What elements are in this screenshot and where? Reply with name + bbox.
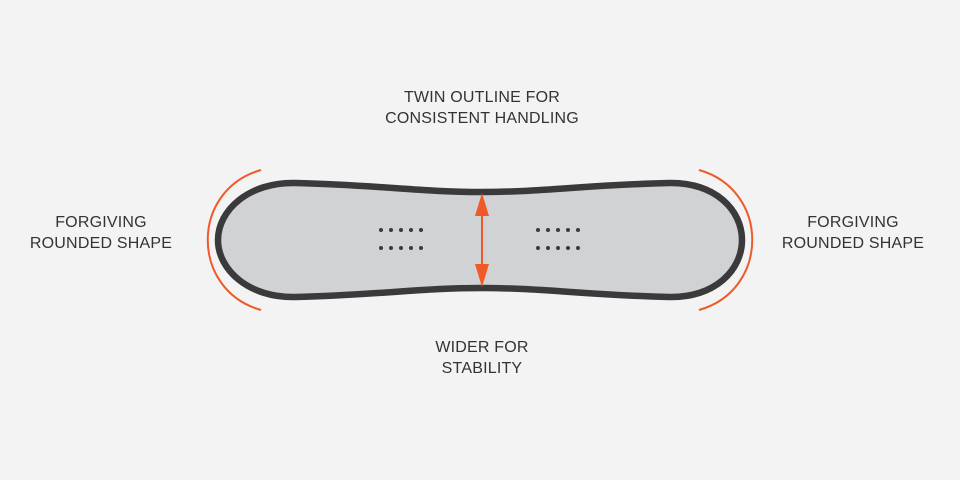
insert-dot <box>399 228 403 232</box>
top-label: TWIN OUTLINE FOR CONSISTENT HANDLING <box>332 87 632 129</box>
insert-dot <box>556 246 560 250</box>
insert-dot <box>409 228 413 232</box>
insert-dot <box>419 246 423 250</box>
bottom-label-line-2: STABILITY <box>441 360 523 377</box>
width-arrow <box>475 193 489 287</box>
bottom-label-line-1: WIDER FOR <box>435 339 529 356</box>
top-label-line-1: TWIN OUTLINE FOR <box>403 89 561 106</box>
insert-dot <box>536 246 540 250</box>
bottom-label: WIDER FOR STABILITY <box>332 337 632 379</box>
insert-dot <box>379 228 383 232</box>
binding-insert-dots <box>379 228 580 250</box>
right-label: FORGIVING ROUNDED SHAPE <box>752 212 954 254</box>
right-label-line-2: ROUNDED SHAPE <box>781 235 925 252</box>
insert-dot <box>546 246 550 250</box>
insert-dot <box>566 246 570 250</box>
insert-dot <box>419 228 423 232</box>
insert-dot <box>536 228 540 232</box>
insert-dot <box>379 246 383 250</box>
insert-dot <box>399 246 403 250</box>
insert-dot <box>409 246 413 250</box>
left-label: FORGIVING ROUNDED SHAPE <box>0 212 202 254</box>
insert-dot <box>389 228 393 232</box>
left-tip-arc <box>206 169 262 311</box>
insert-dot <box>546 228 550 232</box>
snowboard-outline <box>214 179 746 301</box>
right-label-line-1: FORGIVING <box>807 214 899 231</box>
insert-dot <box>556 228 560 232</box>
insert-dot <box>576 246 580 250</box>
insert-dot <box>389 246 393 250</box>
left-label-line-2: ROUNDED SHAPE <box>29 235 173 252</box>
right-tip-arc <box>698 169 754 311</box>
left-label-line-1: FORGIVING <box>55 214 147 231</box>
insert-dot <box>566 228 570 232</box>
top-label-line-2: CONSISTENT HANDLING <box>385 110 579 127</box>
insert-dot <box>576 228 580 232</box>
